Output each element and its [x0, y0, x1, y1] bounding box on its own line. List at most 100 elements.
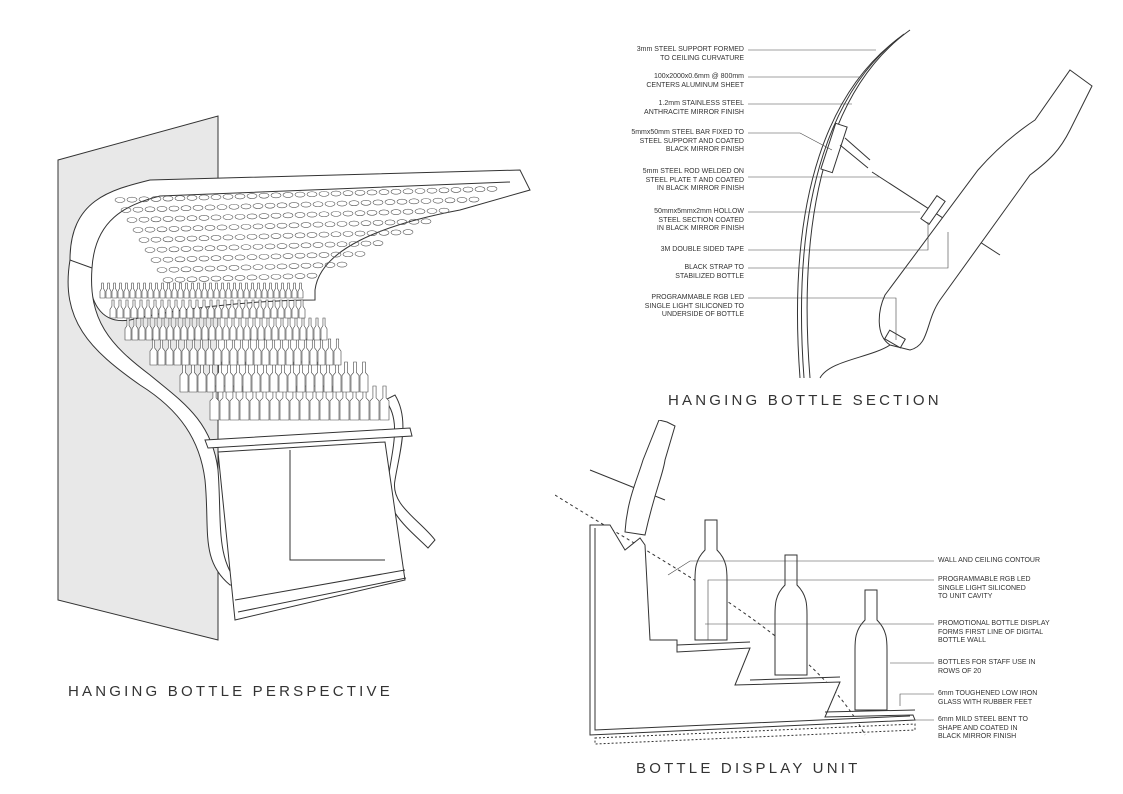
- perspective-bottle: [159, 300, 165, 318]
- perspective-bottle: [270, 339, 277, 365]
- ceiling-bottle: [199, 276, 209, 281]
- perspective-bottle: [256, 283, 261, 298]
- perspective-bottle: [229, 300, 235, 318]
- ceiling-bottle: [169, 226, 179, 231]
- perspective-bottle: [334, 339, 341, 365]
- ceiling-bottle: [295, 192, 305, 197]
- ceiling-bottle: [319, 191, 329, 196]
- perspective-bottle: [342, 362, 350, 392]
- perspective-bottle: [154, 283, 159, 298]
- perspective-bottle: [286, 339, 293, 365]
- perspective-bottle: [130, 283, 135, 298]
- perspective-bottle: [160, 318, 166, 340]
- ceiling-bottle: [289, 223, 299, 228]
- ceiling-bottle: [217, 245, 227, 250]
- perspective-bottle: [166, 300, 172, 318]
- display-unit-title: BOTTLE DISPLAY UNIT: [636, 760, 861, 777]
- ceiling-bottle: [337, 221, 347, 226]
- ceiling-bottle: [139, 217, 149, 222]
- ceiling-bottle: [337, 242, 347, 247]
- ceiling-bottle: [325, 242, 335, 247]
- perspective-bottle: [106, 283, 111, 298]
- ceiling-bottle: [253, 204, 263, 209]
- perspective-bottle: [209, 318, 215, 340]
- ceiling-bottle: [409, 199, 419, 204]
- perspective-bottle: [222, 339, 229, 365]
- perspective-bottle: [145, 300, 151, 318]
- ceiling-bottle: [403, 230, 413, 235]
- perspective-bottle: [268, 283, 273, 298]
- ceiling-bottle: [373, 200, 383, 205]
- perspective-bottle: [100, 283, 105, 298]
- perspective-bottle: [174, 339, 181, 365]
- perspective-bottle: [158, 339, 165, 365]
- perspective-bottle: [118, 283, 123, 298]
- ceiling-bottle: [277, 223, 287, 228]
- perspective-bottle: [225, 362, 233, 392]
- perspective-bottle: [314, 318, 320, 340]
- ceiling-bottle: [223, 276, 233, 281]
- section-note-5: 5mm STEEL ROD WELDED ON STEEL PLATE T AN…: [642, 168, 744, 193]
- perspective-bottle: [257, 300, 263, 318]
- ceiling-bottle: [487, 186, 497, 191]
- ceiling-bottle: [289, 202, 299, 207]
- perspective-bottle: [265, 318, 271, 340]
- ceiling-bottle: [247, 234, 257, 239]
- ceiling-bottle: [175, 236, 185, 241]
- perspective-bottle: [198, 362, 206, 392]
- perspective-bottle: [172, 283, 177, 298]
- ceiling-bottle: [271, 234, 281, 239]
- ceiling-bottle: [157, 268, 167, 273]
- ceiling-bottle: [307, 212, 317, 217]
- perspective-bottle: [112, 283, 117, 298]
- perspective-bottle: [230, 339, 237, 365]
- ceiling-bottle: [271, 254, 281, 259]
- ceiling-bottle: [331, 191, 341, 196]
- ceiling-bottle-rows: [115, 186, 497, 282]
- ceiling-bottle: [283, 233, 293, 238]
- perspective-bottle: [222, 300, 228, 318]
- perspective-bottle: [153, 318, 159, 340]
- perspective-bottle: [237, 318, 243, 340]
- perspective-bottle: [262, 339, 269, 365]
- ceiling-bottle: [145, 207, 155, 212]
- perspective-title: HANGING BOTTLE PERSPECTIVE: [68, 683, 393, 700]
- ceiling-bottle: [301, 263, 311, 268]
- ceiling-bottle: [259, 275, 269, 280]
- ceiling-bottle: [151, 217, 161, 222]
- ceiling-bottle: [187, 216, 197, 221]
- perspective-bottle: [124, 300, 130, 318]
- ceiling-bottle: [145, 227, 155, 232]
- ceiling-bottle: [295, 253, 305, 258]
- perspective-bottle: [166, 339, 173, 365]
- glass-shelf-3: [825, 710, 915, 712]
- ceiling-bottle: [289, 264, 299, 269]
- section-title: HANGING BOTTLE SECTION: [668, 392, 942, 409]
- perspective-bottle: [292, 300, 298, 318]
- perspective-bottle: [293, 318, 299, 340]
- ceiling-bottle: [151, 258, 161, 263]
- ceiling-bottle: [265, 264, 275, 269]
- perspective-bottle: [315, 362, 323, 392]
- ceiling-bottle: [169, 247, 179, 252]
- perspective-bottle: [236, 300, 242, 318]
- ceiling-bottle: [217, 225, 227, 230]
- ceiling-bottle: [319, 232, 329, 237]
- perspective-bottle: [223, 318, 229, 340]
- perspective-bottle: [142, 283, 147, 298]
- ceiling-bottle: [223, 255, 233, 260]
- perspective-bottle: [286, 283, 291, 298]
- perspective-bottle: [288, 362, 296, 392]
- perspective-bottle: [207, 362, 215, 392]
- ceiling-bottle: [343, 252, 353, 257]
- ceiling-bottle: [331, 211, 341, 216]
- ceiling-bottle: [205, 246, 215, 251]
- section-bottle: [879, 70, 1092, 350]
- ceiling-bottle: [247, 194, 257, 199]
- ceiling-bottle: [313, 242, 323, 247]
- ceiling-bottle: [211, 235, 221, 240]
- perspective-bottle: [124, 283, 129, 298]
- perspective-bottle: [280, 283, 285, 298]
- perspective-bottle: [180, 300, 186, 318]
- ceiling-bottle: [313, 222, 323, 227]
